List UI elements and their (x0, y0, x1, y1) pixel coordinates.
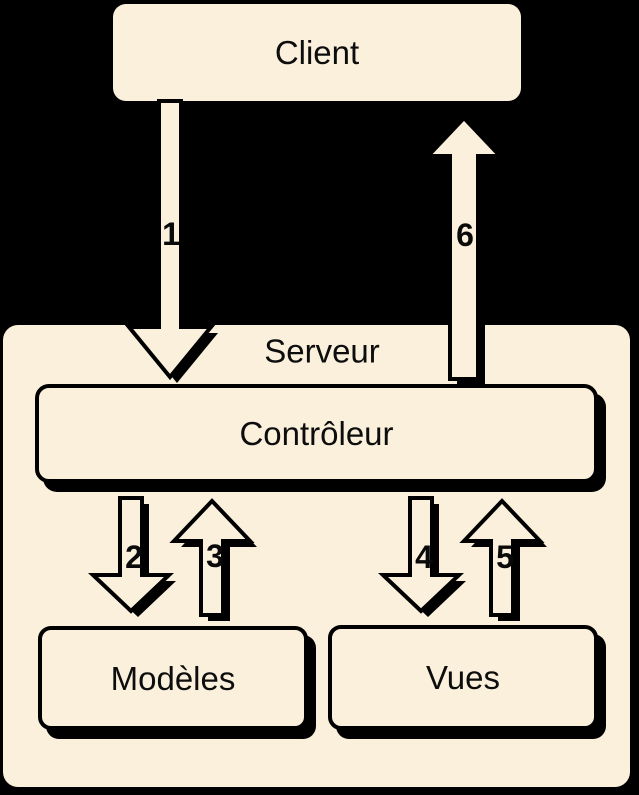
arrow-6-controleur-to-client (423, 115, 507, 385)
node-vues: Vues (328, 625, 598, 730)
node-controleur-label: Contrôleur (239, 415, 394, 452)
node-modeles: Modèles (38, 626, 308, 730)
arrow-6-number: 6 (456, 217, 474, 253)
arrow-3-modeles-to-controleur (169, 498, 257, 621)
arrow-5-number: 5 (496, 539, 514, 575)
arrow-5-vues-to-controleur (459, 498, 547, 621)
node-vues-label: Vues (426, 659, 500, 696)
arrow-3-number: 3 (206, 538, 224, 574)
arrow-2-number: 2 (125, 539, 143, 575)
arrow-1-number: 1 (162, 216, 180, 252)
serveur-group-label: Serveur (264, 332, 380, 370)
node-modeles-label: Modèles (110, 659, 236, 697)
node-client-label: Client (274, 34, 360, 71)
node-client: Client (113, 4, 521, 101)
node-controleur: Contrôleur (35, 384, 598, 483)
arrow-2-controleur-to-modeles (87, 496, 176, 617)
arrow-4-number: 4 (415, 539, 433, 575)
arrow-1-client-to-controleur (124, 99, 218, 383)
arrow-4-controleur-to-vues (377, 496, 466, 617)
